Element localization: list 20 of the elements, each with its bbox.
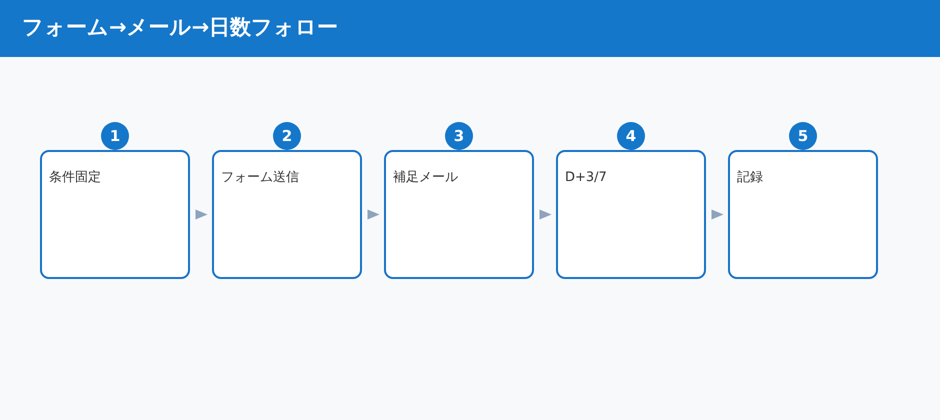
arrow (368, 210, 380, 220)
title: フォーム→メール→日数フォロー (22, 14, 338, 41)
step-label: 補足メール (393, 169, 458, 187)
step-box (384, 150, 534, 279)
arrow (540, 210, 552, 220)
arrow (712, 210, 724, 220)
step-label: 記録 (737, 169, 763, 187)
step-label: D+3/7 (565, 169, 607, 187)
step-number-badge: 1 (101, 122, 129, 150)
arrow (196, 210, 208, 220)
step-number-badge: 4 (617, 122, 645, 150)
step-number-badge: 5 (789, 122, 817, 150)
step-box (728, 150, 878, 279)
step-box (556, 150, 706, 279)
step-number-badge: 2 (273, 122, 301, 150)
step-number-badge: 3 (445, 122, 473, 150)
step-box (212, 150, 362, 279)
step-label: 条件固定 (49, 169, 101, 187)
step-label: フォーム送信 (221, 169, 299, 187)
step-box (40, 150, 190, 279)
